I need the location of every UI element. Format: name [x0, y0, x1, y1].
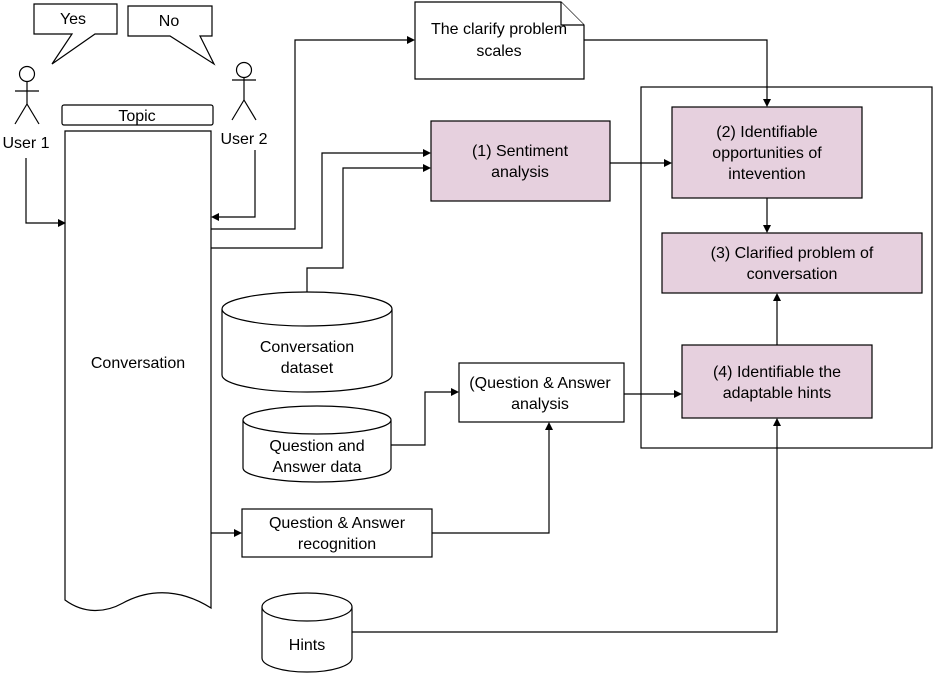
arrowhead-icon [763, 99, 771, 107]
arrowhead-icon [423, 164, 431, 172]
clarify-scales-line1: The clarify problem [431, 21, 567, 38]
no-label: No [159, 13, 180, 30]
conversation-dataset-line1: Conversation [260, 339, 354, 356]
user1-actor-icon [14, 65, 40, 125]
clarified-line1: (3) Clarified problem of [711, 245, 874, 262]
edge-user2-to-conversation [217, 150, 256, 218]
conversation-document: Conversation [64, 130, 212, 612]
clarify-scales-note: The clarify problem scales [414, 1, 585, 80]
qa-recognition-node: Question & Answer recognition [241, 508, 433, 558]
topic-node: Topic [61, 104, 214, 126]
adaptable-hints-node: (4) Identifiable the adaptable hints [681, 344, 873, 419]
edge-conversation-to-sentiment [211, 152, 424, 249]
edge-clarify-scales-to-opportunities [584, 39, 768, 100]
clarify-scales-line2: scales [476, 43, 521, 60]
edge-hints-to-adaptable-hints [352, 425, 778, 633]
clarified-line2: conversation [747, 266, 838, 283]
sentiment-analysis-node: (1) Sentiment analysis [430, 120, 611, 202]
qa-data-line2: Answer data [273, 459, 362, 476]
connectors [25, 36, 781, 633]
arrowhead-icon [773, 418, 781, 426]
arrowhead-icon [664, 159, 672, 167]
qa-analysis-line2: analysis [511, 396, 569, 413]
qa-recognition-line2: recognition [298, 536, 376, 553]
arrowhead-icon [407, 36, 415, 44]
no-speech-bubble: No [127, 5, 216, 66]
opportunities-node: (2) Identifiable opportunities of inteve… [671, 106, 863, 199]
user2-actor-icon [231, 61, 257, 121]
topic-label: Topic [118, 108, 155, 125]
arrowhead-icon [423, 149, 431, 157]
sentiment-line1: (1) Sentiment [472, 143, 569, 160]
arrowhead-icon [451, 388, 459, 396]
arrowhead-icon [211, 213, 219, 221]
opportunities-line3: intevention [728, 166, 805, 183]
adaptable-hints-line1: (4) Identifiable the [713, 364, 841, 381]
yes-label: Yes [60, 11, 86, 28]
conversation-dataset-line2: dataset [281, 360, 334, 377]
arrowhead-icon [674, 390, 682, 398]
qa-analysis-line1: (Question & Answer [469, 375, 611, 392]
conversation-label: Conversation [91, 355, 185, 372]
arrowhead-icon [234, 529, 242, 537]
opportunities-line1: (2) Identifiable [716, 124, 817, 141]
hints-cylinder: Hints [261, 592, 353, 673]
arrowhead-icon [773, 293, 781, 301]
user2-label: User 2 [220, 131, 267, 148]
clarified-problem-node: (3) Clarified problem of conversation [661, 232, 923, 294]
qa-data-cylinder: Question and Answer data [242, 405, 392, 483]
opportunities-line2: opportunities of [712, 145, 822, 162]
arrowhead-icon [58, 219, 66, 227]
user1-label: User 1 [2, 135, 49, 152]
edge-dataset-to-sentiment [306, 167, 424, 292]
hints-label: Hints [289, 637, 325, 654]
arrowhead-icon [545, 422, 553, 430]
conversation-dataset-cylinder: Conversation dataset [221, 291, 393, 393]
edge-conversation-to-clarify-scales [211, 39, 408, 230]
qa-recognition-line1: Question & Answer [269, 515, 406, 532]
yes-speech-bubble: Yes [33, 3, 118, 65]
qa-analysis-node: (Question & Answer analysis [458, 362, 625, 423]
edge-qa-recognition-to-qa-analysis [432, 429, 550, 534]
edge-qa-data-to-qa-analysis [391, 391, 452, 446]
sentiment-line2: analysis [491, 164, 549, 181]
adaptable-hints-line2: adaptable hints [723, 385, 832, 402]
edge-user1-to-conversation [25, 158, 60, 224]
arrowhead-icon [763, 225, 771, 233]
qa-data-line1: Question and [269, 438, 364, 455]
